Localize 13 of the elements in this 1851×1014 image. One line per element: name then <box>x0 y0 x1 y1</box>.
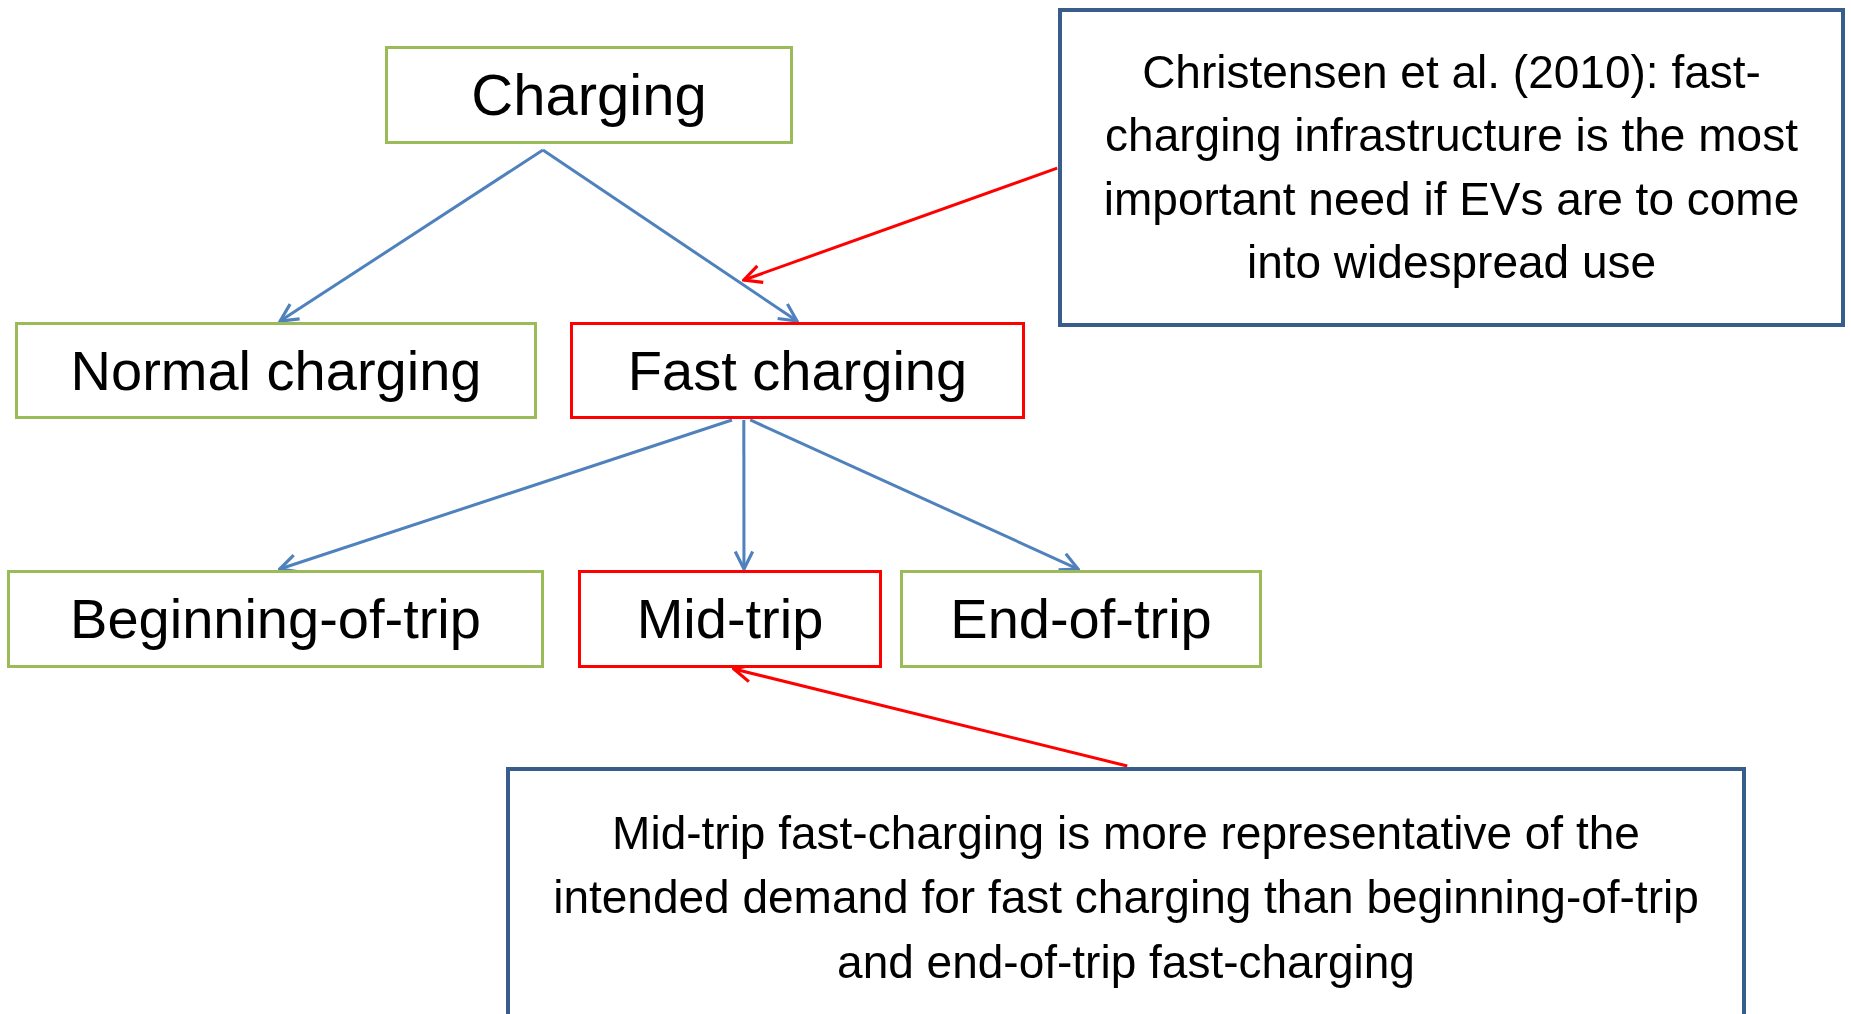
callout-box: Mid-trip fast-charging is more representative of the intended demand for fast charging than beginning-of-trip and end-of-trip fast-charging <box>506 767 1746 1014</box>
arrow <box>733 419 755 571</box>
arrow <box>742 166 1058 284</box>
callout-box: Christensen et al. (2010): fast-charging infrastructure is the most important need if EVs are to come into widespread use <box>1058 8 1845 327</box>
arrow <box>749 418 1080 572</box>
category-box: Mid-trip <box>578 570 882 668</box>
category-box: Charging <box>385 46 793 144</box>
category-box: Normal charging <box>15 322 537 419</box>
arrow <box>542 148 799 323</box>
category-box: Fast charging <box>570 322 1025 419</box>
category-box: Beginning-of-trip <box>7 570 544 668</box>
arrow <box>278 148 544 323</box>
category-box: End-of-trip <box>900 570 1262 668</box>
